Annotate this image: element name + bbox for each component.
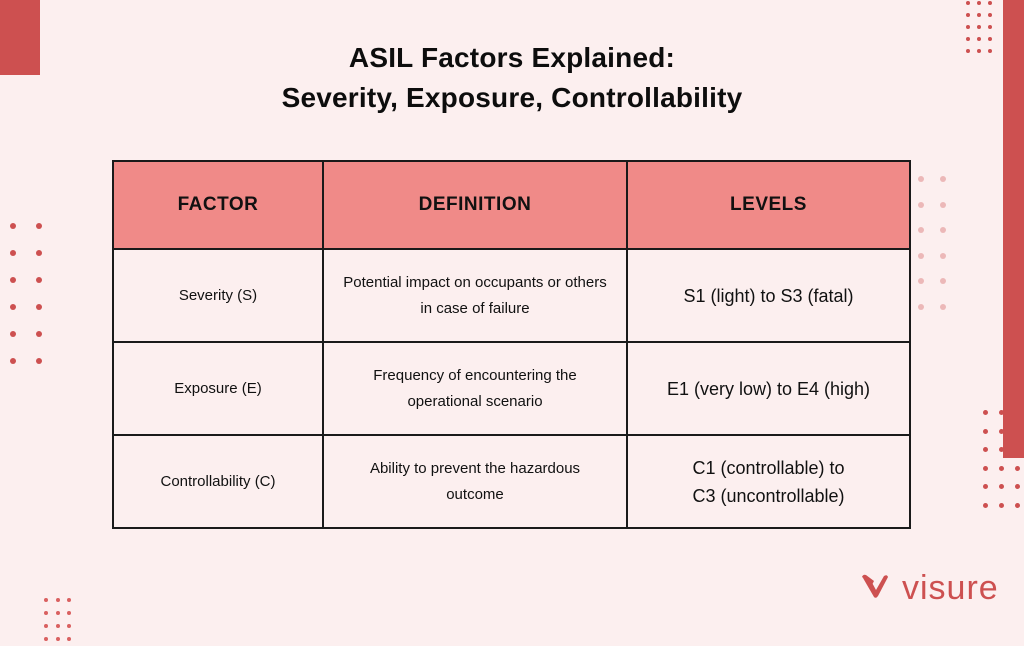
header-definition: DEFINITION [322,160,628,250]
cell-factor: Severity (S) [112,248,324,343]
cell-levels: C1 (controllable) to C3 (uncontrollable) [626,434,911,529]
title-line-1: ASIL Factors Explained: [348,42,676,73]
right-accent-bar [1003,0,1024,458]
cell-definition: Potential impact on occupants or others … [322,248,628,343]
dot-grid-bottom-left [44,598,71,641]
dot-grid-left [10,223,42,364]
asil-factors-table: FACTOR DEFINITION LEVELS Severity (S) Po… [112,160,911,529]
top-left-accent-bar [0,0,40,75]
page-title: ASIL Factors Explained: Severity, Exposu… [0,38,1024,118]
cell-levels: E1 (very low) to E4 (high) [626,341,911,436]
visure-v-logo-icon [860,571,890,606]
header-levels: LEVELS [626,160,911,250]
table-row: Controllability (C) Ability to prevent t… [112,434,911,529]
visure-logo: visure [860,570,999,606]
header-factor: FACTOR [112,160,324,250]
table-header-row: FACTOR DEFINITION LEVELS [112,160,911,250]
dot-grid-bottom-right [983,410,1020,508]
table-row: Severity (S) Potential impact on occupan… [112,248,911,343]
cell-factor: Exposure (E) [112,341,324,436]
cell-levels: S1 (light) to S3 (fatal) [626,248,911,343]
brand-name: visure [902,569,999,607]
table-row: Exposure (E) Frequency of encountering t… [112,341,911,436]
cell-definition: Ability to prevent the hazardous outcome [322,434,628,529]
dot-grid-top-right [966,1,993,53]
cell-factor: Controllability (C) [112,434,324,529]
title-line-2: Severity, Exposure, Controllability [281,82,743,113]
cell-definition: Frequency of encountering the operationa… [322,341,628,436]
